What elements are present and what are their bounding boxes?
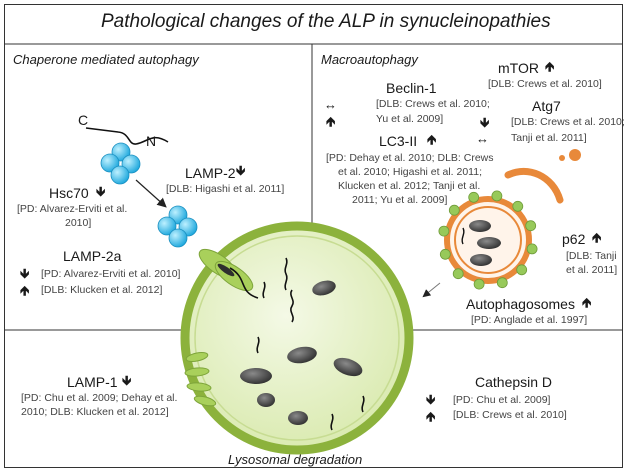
lc3-ref-2: et al. 2010; Higashi et al. 2011;	[338, 166, 482, 178]
p62-label: p62	[562, 231, 586, 247]
cathepsin-label: Cathepsin D	[475, 374, 553, 390]
atg7-change-icon-2: ↔	[476, 131, 489, 146]
mtor-ref: [DLB: Crews et al. 2010]	[488, 78, 602, 90]
cathepsin-change-icon-1: 🡻	[426, 392, 436, 407]
tail-c-label: C	[78, 112, 89, 128]
docked-chaperone-cluster	[157, 205, 198, 248]
hsc70-change-icon: 🡻	[96, 184, 106, 199]
lamp2a-ref-2: [DLB: Klucken et al. 2012]	[41, 284, 163, 296]
cathepsin-ref-1: [PD: Chu et al. 2009]	[453, 394, 551, 406]
phagophore-vesicle	[569, 149, 581, 161]
p62-dot	[516, 264, 528, 276]
section-cma: Chaperone mediated autophagy	[13, 52, 199, 67]
hsc70-ref-1: [PD: Alvarez-Erviti et al.	[17, 203, 128, 215]
lamp1-change-icon: 🡻	[122, 373, 132, 388]
atg7-label: Atg7	[532, 98, 561, 114]
lamp2-label: LAMP-2	[185, 165, 236, 181]
cathepsin-ref-2: [DLB: Crews et al. 2010]	[453, 409, 567, 421]
beclin-ref-2: Yu et al. 2009]	[376, 113, 444, 125]
lamp2a-change-icon-2: 🡹	[20, 283, 30, 298]
autophagosomes-ref: [PD: Anglade et al. 1997]	[471, 314, 588, 326]
beclin-change-icon-1: ↔	[324, 97, 337, 112]
lysosome-inner-ring	[194, 235, 400, 441]
chaperone-transit-arrow	[135, 179, 167, 208]
lc3-ref-4: 2011; Yu et al. 2009]	[352, 194, 448, 206]
substrate-tail	[85, 127, 169, 145]
phagophore	[504, 167, 564, 204]
p62-dot	[491, 190, 503, 202]
lamp2-ref: [DLB: Higashi et al. 2011]	[166, 183, 285, 195]
p62-ref-1: [DLB: Tanji	[566, 250, 617, 262]
p62-dot	[468, 191, 480, 203]
p62-dot	[526, 243, 538, 255]
p62-dots	[438, 190, 538, 290]
p62-dot	[496, 277, 508, 289]
autophagosome	[444, 196, 532, 284]
tail-n-label: N	[146, 133, 157, 149]
fusion-arrow	[422, 282, 441, 298]
p62-dot	[525, 220, 537, 232]
p62-dot	[448, 204, 460, 216]
section-macroautophagy: Macroautophagy	[321, 52, 418, 67]
autophagosomes-change-icon: 🡹	[582, 295, 592, 310]
beclin-ref-1: [DLB: Crews et al. 2010;	[376, 98, 490, 110]
autophagosomes-label: Autophagosomes	[466, 296, 575, 312]
lamp2a-ref-1: [PD: Alvarez-Erviti et al. 2010]	[41, 268, 181, 280]
lc3-label: LC3-II	[379, 133, 418, 149]
lc3-ref-1: [PD: Dehay et al. 2010; DLB: Crews	[326, 152, 494, 164]
p62-dot	[512, 200, 524, 212]
lamp2-change-icon: 🡻	[236, 163, 246, 178]
cathepsin-change-icon-2: 🡹	[426, 409, 436, 424]
p62-dot	[439, 248, 451, 260]
substrate-tail-entering	[229, 267, 259, 299]
section-lysosomal-degradation: Lysosomal degradation	[228, 452, 363, 467]
mtor-change-icon: 🡹	[545, 59, 555, 74]
hsc70-ref-2: 2010]	[65, 217, 92, 229]
hsc70-chaperone-cluster	[100, 142, 141, 185]
lamp1-ref-1: [PD: Chu et al. 2009; Dehay et al.	[21, 392, 178, 404]
figure-title: Pathological changes of the ALP in synuc…	[101, 11, 551, 32]
lc3-ref-3: Klucken et al. 2012; Tanji et al.	[338, 180, 481, 192]
lamp2a-change-icon-1: 🡻	[20, 266, 30, 281]
lamp2a-label: LAMP-2a	[63, 248, 122, 264]
lamp1-label: LAMP-1	[67, 374, 118, 390]
lc3-change-icon: 🡹	[427, 132, 437, 147]
lamp1-proteins	[184, 351, 217, 407]
p62-dot	[438, 225, 450, 237]
lysosomal-squiggles	[256, 257, 365, 431]
p62-dot	[452, 268, 464, 280]
hsc70-label: Hsc70	[49, 185, 89, 201]
beclin-label: Beclin-1	[386, 80, 437, 96]
p62-dot	[473, 278, 485, 290]
p62-change-icon: 🡹	[592, 230, 602, 245]
p62-ref-2: et al. 2011]	[566, 264, 618, 276]
mtor-label: mTOR	[498, 60, 539, 76]
atg7-ref-1: [DLB: Crews et al. 2010;	[511, 116, 625, 128]
atg7-change-icon-1: 🡻	[480, 115, 490, 130]
lysosomal-cargo	[240, 280, 363, 425]
lamp1-ref-2: 2010; DLB: Klucken et al. 2012]	[21, 406, 169, 418]
beclin-change-icon-2: 🡹	[326, 114, 336, 129]
atg7-ref-2: Tanji et al. 2011]	[511, 132, 587, 144]
phagophore-vesicle-small	[559, 155, 565, 161]
